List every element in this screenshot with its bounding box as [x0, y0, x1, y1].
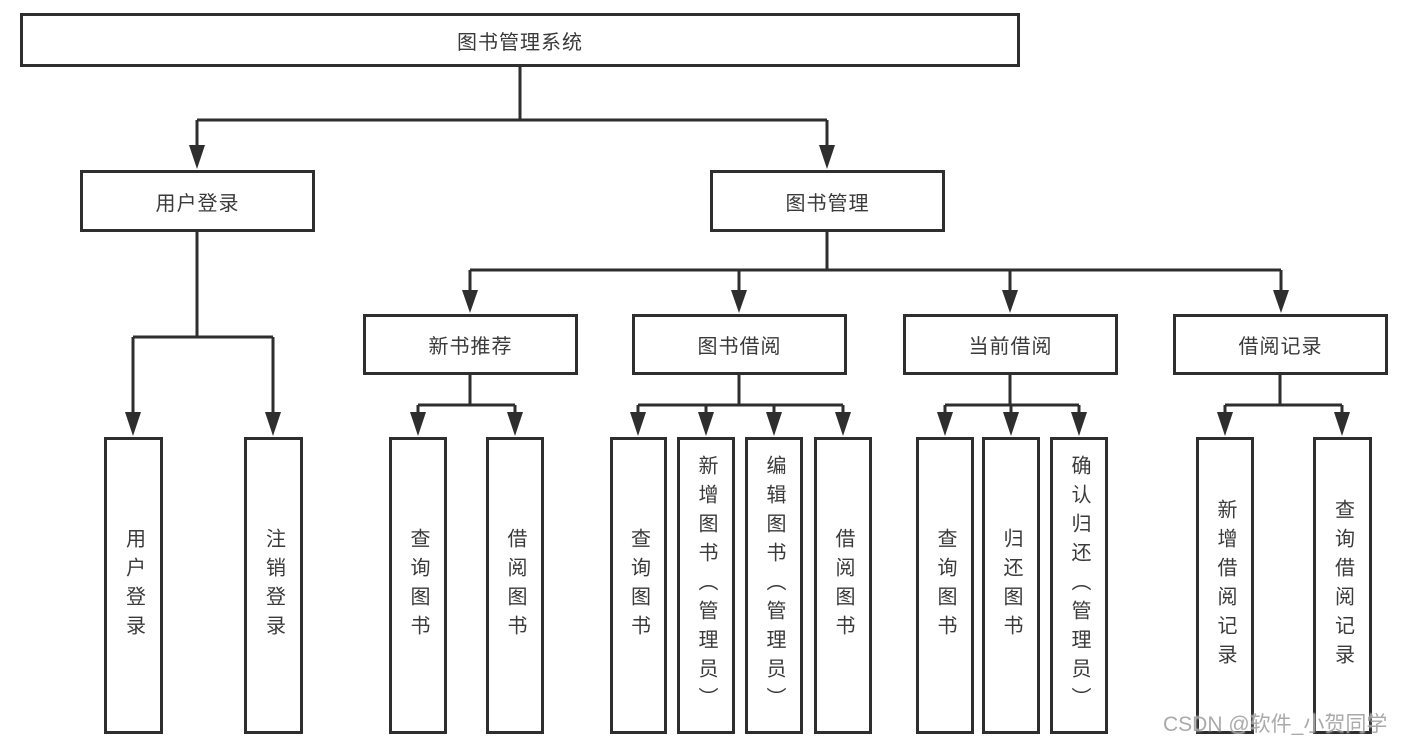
- node-borrowing-records-label: 借阅记录: [1238, 336, 1323, 358]
- leaf-records-query-record-label: 查询借阅记录: [1331, 498, 1354, 673]
- leaf-borrowing-borrow-books: 借阅图书: [814, 437, 872, 734]
- leaf-current-return-books: 归还图书: [982, 437, 1040, 734]
- node-new-book-recommend-label: 新书推荐: [428, 336, 513, 358]
- arrowhead-icon: [410, 412, 426, 436]
- arrowhead-icon: [731, 290, 747, 313]
- arrowhead-icon: [507, 412, 523, 436]
- arrowhead-icon: [1273, 290, 1289, 313]
- leaf-borrowing-add-books-admin-label: 新增图书（管理员）: [695, 455, 717, 716]
- arrowhead-icon: [1334, 412, 1350, 436]
- arrowhead-icon: [630, 412, 646, 436]
- node-borrowing-records: 借阅记录: [1173, 314, 1388, 375]
- node-book-management-label: 图书管理: [785, 192, 870, 215]
- arrowhead-icon: [265, 412, 281, 436]
- leaf-recommend-borrow-books: 借阅图书: [486, 437, 544, 734]
- leaf-current-confirm-return-admin: 确认归还（管理员）: [1050, 437, 1108, 734]
- leaf-records-add-record-label: 新增借阅记录: [1214, 498, 1236, 673]
- arrowhead-icon: [835, 412, 851, 436]
- connector-root-to-level2: [195, 67, 829, 150]
- arrowhead-icon: [462, 290, 478, 313]
- csdn-watermark: CSDN @软件_小贺同学: [1163, 713, 1388, 736]
- node-library-system: 图书管理系统: [20, 13, 1020, 67]
- arrowhead-icon: [125, 412, 141, 436]
- arrowhead-icon: [1071, 412, 1087, 436]
- leaf-current-query-books-label: 查询图书: [934, 527, 956, 644]
- leaf-logout: 注销登录: [244, 437, 303, 734]
- node-book-borrowing-label: 图书借阅: [697, 336, 782, 358]
- connector-login-to-leaves: [131, 232, 275, 417]
- arrowhead-icon: [1003, 412, 1019, 436]
- node-user-login: 用户登录: [80, 170, 315, 232]
- leaf-current-query-books: 查询图书: [916, 437, 974, 734]
- arrowhead-icon: [1217, 412, 1233, 436]
- leaf-borrowing-query-books-label: 查询图书: [627, 527, 650, 644]
- arrowhead-icon: [766, 412, 782, 436]
- leaf-user-login: 用户登录: [104, 437, 163, 734]
- leaf-user-login-label: 用户登录: [122, 527, 145, 644]
- arrowhead-icon: [937, 412, 953, 436]
- arrowhead-icon: [189, 145, 205, 169]
- leaf-borrowing-query-books: 查询图书: [610, 437, 667, 734]
- leaf-current-confirm-return-admin-label: 确认归还（管理员）: [1068, 455, 1090, 716]
- connector-records-to-leaves: [1223, 375, 1344, 417]
- arrowhead-icon: [819, 145, 835, 169]
- leaf-borrowing-add-books-admin: 新增图书（管理员）: [677, 437, 735, 734]
- node-new-book-recommend: 新书推荐: [363, 314, 578, 375]
- leaf-borrowing-edit-books-admin-label: 编辑图书（管理员）: [763, 455, 785, 716]
- node-current-borrowing-label: 当前借阅: [968, 336, 1053, 358]
- arrowhead-icon: [1002, 290, 1018, 313]
- node-current-borrowing: 当前借阅: [903, 314, 1118, 375]
- leaf-logout-label: 注销登录: [262, 527, 285, 644]
- node-user-login-label: 用户登录: [155, 192, 240, 215]
- leaf-current-return-books-label: 归还图书: [1000, 527, 1022, 644]
- leaf-records-add-record: 新增借阅记录: [1196, 437, 1254, 734]
- node-book-management: 图书管理: [710, 170, 945, 232]
- leaf-recommend-borrow-books-label: 借阅图书: [504, 527, 526, 644]
- node-book-borrowing: 图书借阅: [632, 314, 847, 375]
- leaf-recommend-query-books: 查询图书: [389, 437, 447, 734]
- leaf-recommend-query-books-label: 查询图书: [407, 527, 429, 644]
- leaf-borrowing-edit-books-admin: 编辑图书（管理员）: [745, 437, 803, 734]
- connector-current-to-leaves: [943, 375, 1081, 417]
- connector-borrowing-to-leaves: [636, 375, 845, 417]
- leaf-records-query-record: 查询借阅记录: [1313, 437, 1372, 734]
- leaf-borrowing-borrow-books-label: 借阅图书: [832, 527, 854, 644]
- connector-mgmt-to-level3: [468, 232, 1283, 295]
- node-library-system-label: 图书管理系统: [457, 31, 583, 54]
- arrowhead-icon: [698, 412, 714, 436]
- connector-recommend-to-leaves: [416, 375, 517, 417]
